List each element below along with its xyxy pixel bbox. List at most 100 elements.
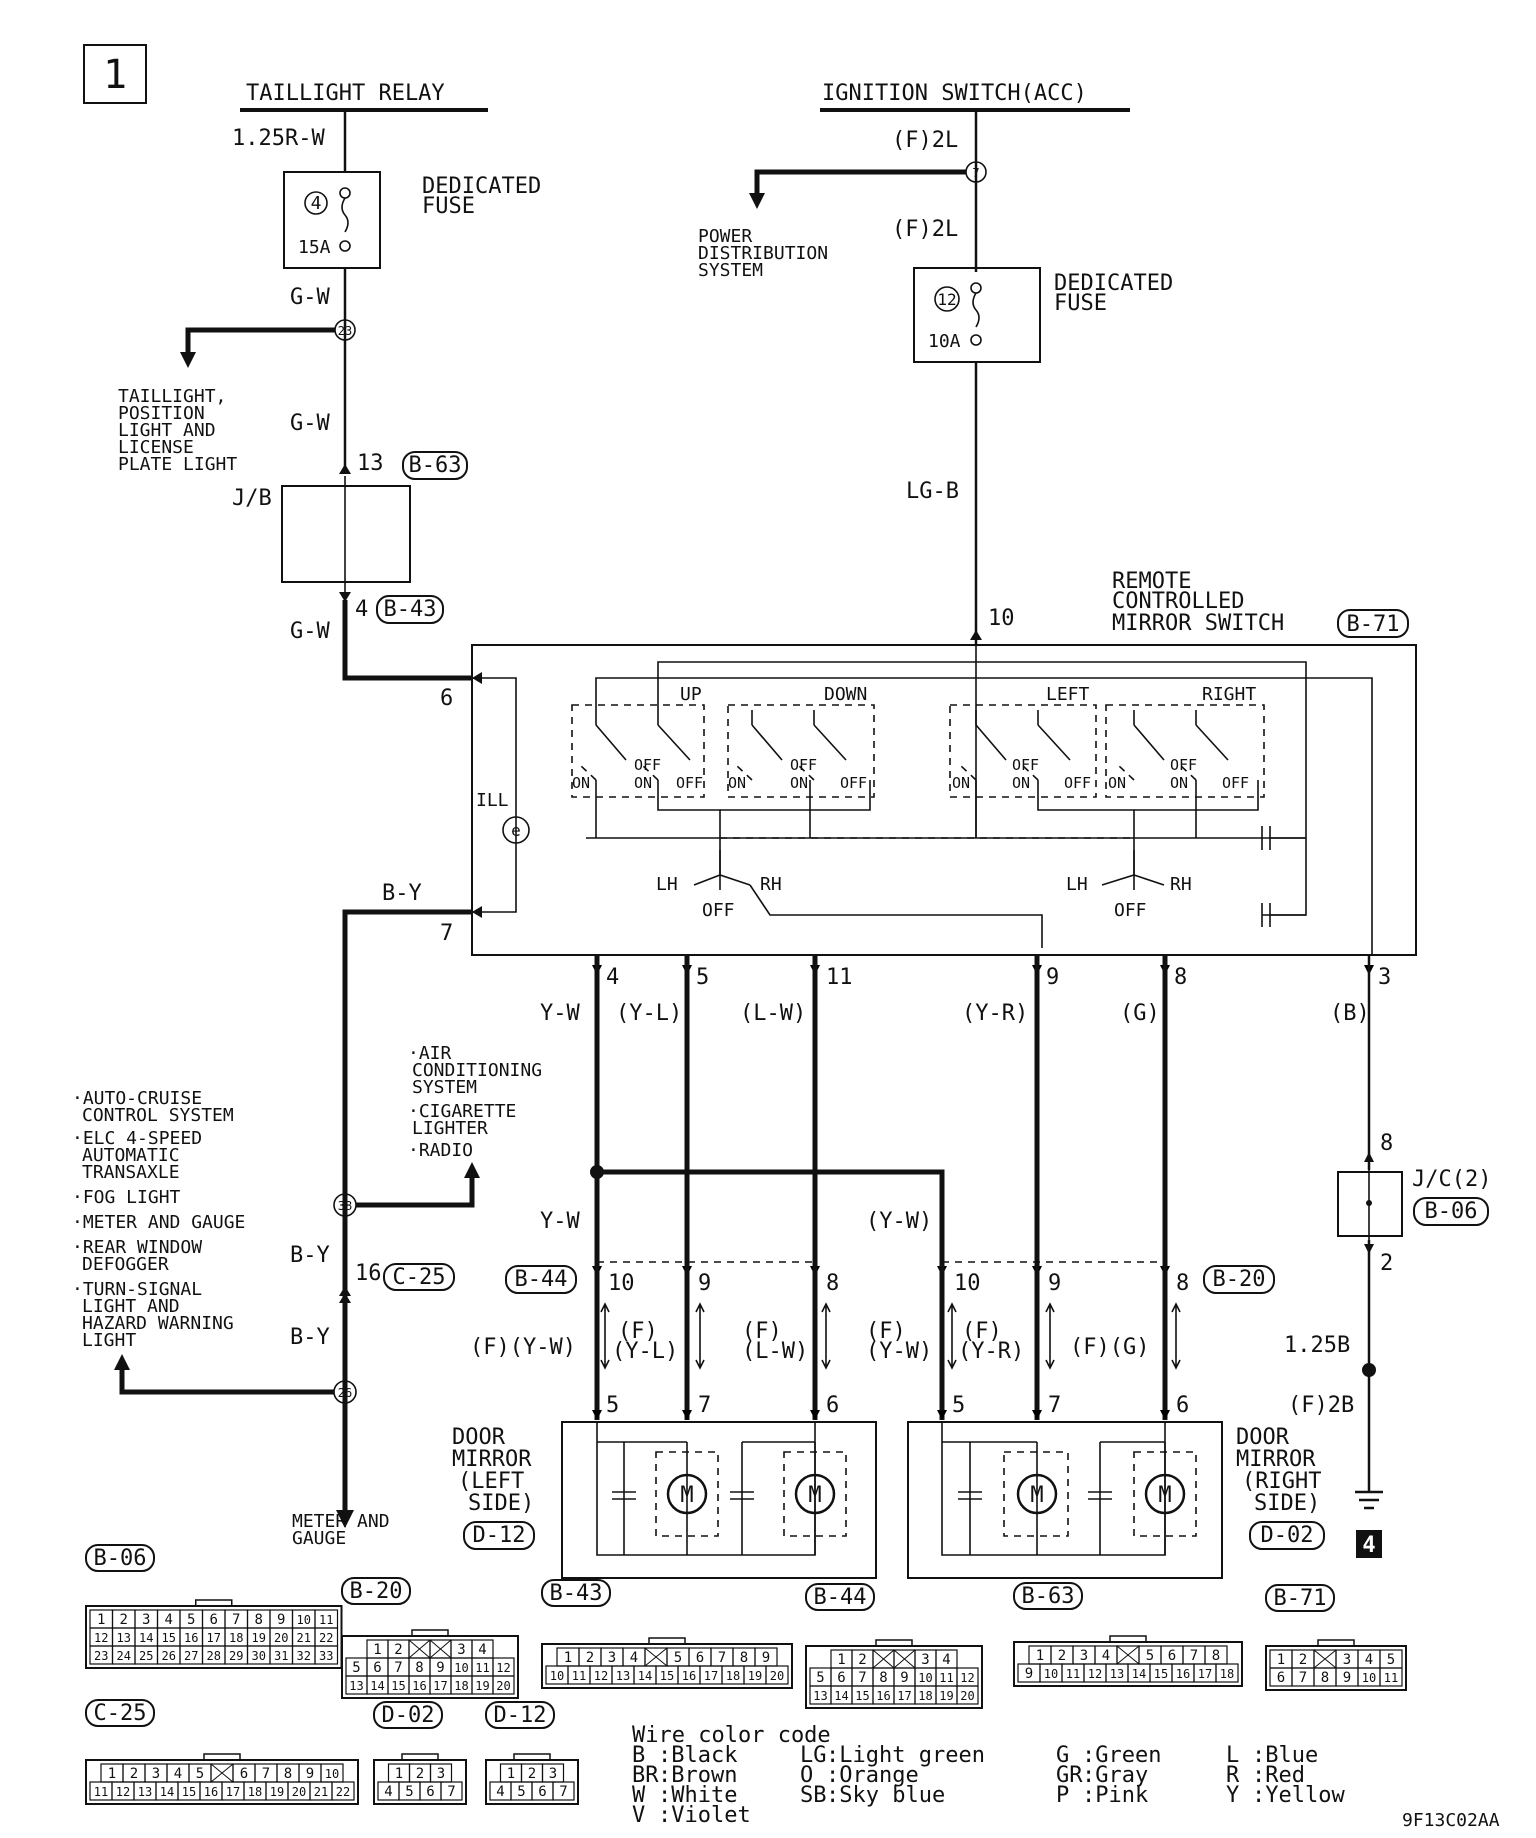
connector-pin-number: 24 [117,1649,131,1663]
ignition-switch-label: IGNITION SWITCH(ACC) [822,81,1087,106]
ground-number: 4 [1362,1533,1375,1558]
svg-text::Brown: :Brown [658,1763,737,1788]
fuse-4-label-1: DEDICATED [422,174,541,199]
svg-text:POSITION: POSITION [118,403,205,424]
svg-text:OFF: OFF [1064,774,1091,792]
connector-pin-number: 2 [394,1642,402,1658]
connector-pin-number: 19 [475,1679,489,1693]
ill-label: ILL [476,790,509,811]
right-motor-2 [1144,1473,1186,1515]
taillight-relay-label: TAILLIGHT RELAY [246,81,445,106]
fuse-4-rating: 15A [298,237,331,258]
svg-text:LIGHT AND: LIGHT AND [118,420,216,441]
connector-pin-number: 1 [373,1642,381,1658]
fuse-4-label-2: FUSE [422,194,475,219]
connector-pin-number: 1 [97,1612,105,1628]
svg-text:·METER AND GAUGE: ·METER AND GAUGE [72,1212,245,1233]
connector-pin-number: 2 [1299,1652,1307,1668]
lower-wire-yw-right: (Y-W) [866,1209,932,1234]
selector-left-lh: LH [656,874,678,895]
wire-gw-to-switch [342,600,472,681]
svg-text:·RADIO: ·RADIO [408,1140,473,1161]
harness-r1b: (Y-W) [866,1339,932,1364]
connector-face-id: B-71 [1274,1586,1327,1611]
connector-pin-number: 2 [416,1766,424,1782]
mirror-switch-title: REMOTE CONTROLLED MIRROR SWITCH [1112,569,1284,636]
connector-pin-number: 7 [262,1766,270,1782]
connector-pin-number: 5 [196,1766,204,1782]
output-wire-yl: (Y-L) [616,1001,682,1026]
switch-left-box [949,704,1097,798]
svg-text:ON: ON [1170,774,1188,792]
svg-text:BR: BR [632,1763,659,1788]
connector-pin-number: 6 [426,1784,434,1800]
connector-pin-number: 14 [1132,1667,1146,1681]
connector-pin-number: 13 [616,1669,630,1683]
connector-b63-tag [402,451,468,480]
taillight-branch-label: TAILLIGHT, POSITION LIGHT AND LICENSE PL… [118,386,237,475]
selector-right-lh: LH [1066,874,1088,895]
svg-text::Light green: :Light green [826,1743,985,1768]
svg-text::Green: :Green [1082,1743,1161,1768]
jc-pin-in: 8 [1380,1131,1393,1156]
switch-left-label: LEFT [1046,684,1090,705]
svg-text:PLATE LIGHT: PLATE LIGHT [118,454,237,475]
svg-text:TRANSAXLE: TRANSAXLE [82,1162,180,1183]
connector-b71-label: B-71 [1347,612,1400,637]
svg-text:·CIGARETTE: ·CIGARETTE [408,1101,516,1122]
connector-pin-blank [872,1649,895,1669]
connector-face-tag [85,1699,155,1727]
output-pin-11: 11 [826,965,853,990]
junction-block-box [281,485,411,583]
harness-r1a: (F) [866,1319,906,1344]
svg-text:LIGHT AND: LIGHT AND [82,1296,180,1317]
svg-text:DOOR: DOOR [1236,1425,1290,1450]
connector-d02-tag [1249,1521,1325,1550]
connector-pin-number: 9 [277,1612,285,1628]
connector-c25-label: C-25 [393,1265,446,1290]
connector-pin-number: 18 [454,1679,468,1693]
svg-text:ON: ON [634,774,652,792]
jc-pin-out: 2 [1380,1251,1393,1276]
connector-face-id: B-06 [94,1546,147,1571]
selector-right-contacts [1101,874,1165,886]
connector-pin-number: 6 [1168,1648,1176,1664]
connector-pin-blank [210,1763,234,1783]
connector-pin-number: 19 [939,1689,953,1703]
jb-pin-out: 4 [355,597,368,622]
connector-pin-number: 4 [496,1784,504,1800]
wire-ground-f-label: (F)2B [1288,1393,1354,1418]
wire-fuse4-out-label: G-W [290,285,330,310]
connector-d12-tag [463,1521,535,1550]
svg-text:SIDE): SIDE) [468,1491,534,1516]
system-branch-label: ·AUTO-CRUISE CONTROL SYSTEM ·ELC 4-SPEED… [72,1088,245,1351]
svg-text:R: R [1226,1763,1240,1788]
connector-b71-tag [1337,609,1409,638]
connector-pin-number: 11 [319,1613,333,1627]
connector-pin-number: 7 [1299,1670,1307,1686]
svg-text:V: V [632,1803,645,1828]
svg-text:OFF: OFF [790,756,817,774]
ground-splice [1362,1363,1376,1377]
connector-pin-number: 22 [319,1631,333,1645]
output-wire-b: (B) [1330,1001,1370,1026]
connector-pin-number: 3 [608,1650,616,1666]
connector-pin-number: 2 [586,1650,594,1666]
connector-pin-number: 16 [412,1679,426,1693]
svg-text::Orange: :Orange [826,1763,919,1788]
junction-26-label: 26 [338,1386,352,1400]
connector-pin-number: 18 [248,1785,262,1799]
b44-pin-8: 8 [826,1271,839,1296]
fuse-4-number: 4 [311,193,322,214]
connector-pin-number: 3 [152,1766,160,1782]
connector-face-latch [1317,1639,1355,1647]
svg-text:LG: LG [800,1743,827,1768]
svg-text:(RIGHT: (RIGHT [1242,1469,1321,1494]
b20-pin-8: 8 [1176,1271,1189,1296]
svg-text:OFF: OFF [676,774,703,792]
connector-pin-number: 8 [879,1670,887,1686]
svg-text:LIGHTER: LIGHTER [412,1118,488,1139]
junction-38-label: 38 [338,1199,352,1213]
fuse-12-number-circle [934,286,960,312]
